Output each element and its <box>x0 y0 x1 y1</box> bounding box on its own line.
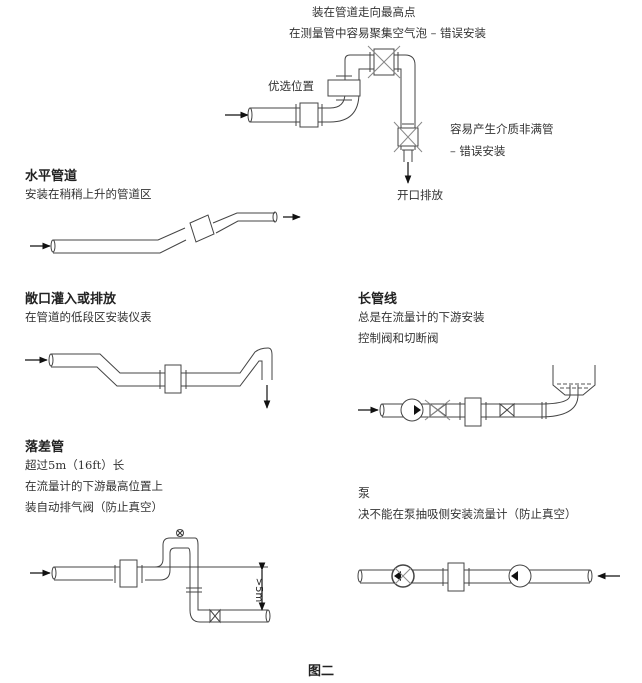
preferred-position-label: 优选位置 <box>268 79 314 93</box>
open-fill-title: 敞口灌入或排放 <box>25 292 117 307</box>
flowmeter-horizontal <box>299 102 319 128</box>
open-fill-desc: 在管道的低段区安装仪表 <box>25 310 152 324</box>
long-pipe-desc-1: 总是在流量计的下游安装 <box>358 310 485 324</box>
long-pipe-diagram <box>358 365 596 427</box>
drop-pipe-desc-3: 装自动排气阀（防止真空） <box>25 500 163 514</box>
pipe-outline <box>54 566 153 581</box>
pipe-outline <box>53 227 187 254</box>
open-drain-label: 开口排放 <box>397 188 443 202</box>
open-drain-diagram <box>25 347 273 409</box>
long-pipe-desc-2: 控制阀和切断阀 <box>358 331 439 345</box>
drop-pipe-diagram: >5m <box>30 529 271 624</box>
pump-icon <box>508 564 532 588</box>
dimension-label: >5m <box>253 578 264 602</box>
wrong-install-label: – 错误安装 <box>450 144 506 158</box>
flowmeter <box>189 214 215 243</box>
pipe-outline-bottom <box>250 68 402 150</box>
drop-pipe-desc-2: 在流量计的下游最高位置上 <box>25 479 163 493</box>
long-pipe-title: 长管线 <box>358 292 398 307</box>
partial-fill-label: 容易产生介质非满管 <box>450 122 554 136</box>
tank-icon <box>552 365 596 396</box>
pump-desc: 决不能在泵抽吸侧安装流量计（防止真空） <box>358 507 577 521</box>
flowmeter-preferred <box>327 79 361 97</box>
valve-icon <box>209 608 221 624</box>
flowmeter <box>447 562 465 592</box>
figure-caption: 图二 <box>307 664 334 679</box>
flowmeter <box>164 364 182 394</box>
horizontal-pipe-desc: 安装在稍稍上升的管道区 <box>25 187 152 201</box>
pipe-outline-top <box>250 54 416 150</box>
top-diagram <box>225 45 423 184</box>
pump-title: 泵 <box>358 486 371 500</box>
pump-icon <box>400 398 424 422</box>
flowmeter <box>464 397 482 427</box>
horizontal-pipe-title: 水平管道 <box>25 169 78 184</box>
drop-pipe-title: 落差管 <box>25 440 65 455</box>
drop-pipe-desc-1: 超过5m（16ft）长 <box>25 458 125 472</box>
pump-diagram <box>357 562 620 592</box>
top-label-highest-point: 装在管道走向最高点 <box>312 5 416 19</box>
horizontal-pipe-diagram <box>30 211 301 254</box>
flowmeter <box>119 559 138 588</box>
control-valve-icon <box>499 402 515 418</box>
top-label-air-bubbles: 在测量管中容易聚集空气泡 – 错误安装 <box>289 26 487 40</box>
pipe-outline <box>51 347 273 387</box>
